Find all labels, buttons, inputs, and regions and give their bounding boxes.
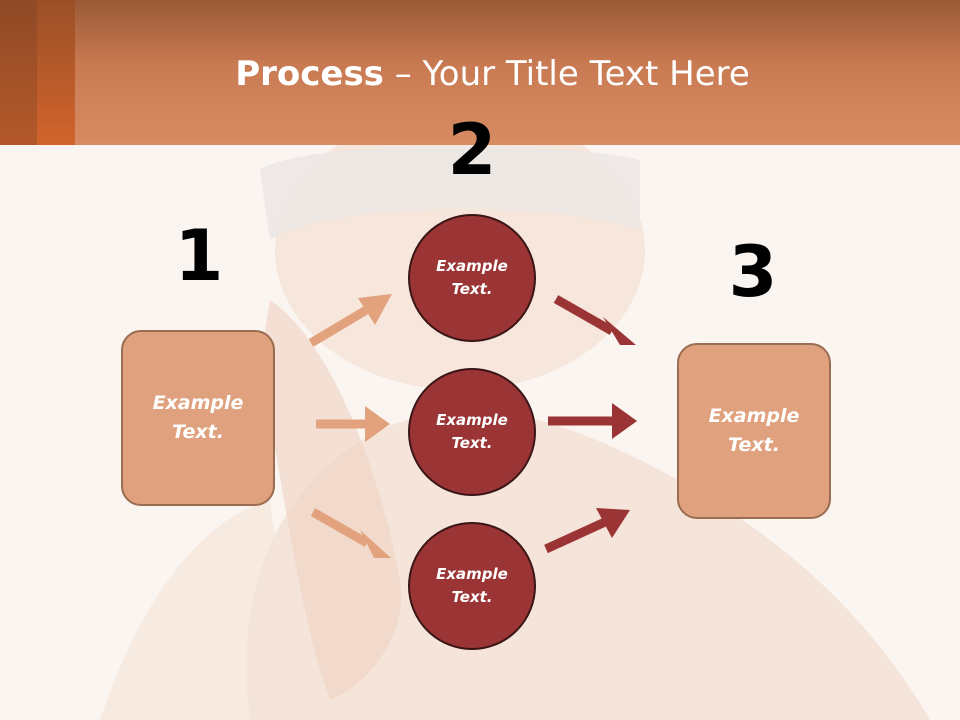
arrow-1-to-middle <box>316 406 390 442</box>
header-accent-stripe <box>0 0 37 145</box>
arrow-top-to-3 <box>553 295 636 345</box>
step-2-circle-middle: Example Text. <box>408 368 536 496</box>
step-number-1: 1 <box>174 215 224 297</box>
arrow-middle-to-3 <box>548 403 637 439</box>
step-number-2: 2 <box>447 109 497 191</box>
step-2-circle-middle-text: Example Text. <box>436 411 508 452</box>
arrow-bottom-to-3 <box>544 508 630 554</box>
step-1-box: Example Text. <box>121 330 275 506</box>
arrow-1-to-top <box>308 294 392 347</box>
step-2-circle-top: Example Text. <box>408 214 536 342</box>
step-3-box-text: Example Text. <box>708 405 800 456</box>
step-2-circle-bottom-text: Example Text. <box>436 565 508 606</box>
slide-title: Process – Your Title Text Here <box>0 52 960 96</box>
step-2-circle-top-text: Example Text. <box>436 257 508 298</box>
step-1-box-text: Example Text. <box>152 392 244 443</box>
header-accent-stripe-light <box>37 0 75 145</box>
arrow-1-to-bottom <box>310 508 391 558</box>
title-bold: Process <box>235 54 384 94</box>
title-rest: – Your Title Text Here <box>383 54 750 94</box>
step-2-circle-bottom: Example Text. <box>408 522 536 650</box>
title-bar: Process – Your Title Text Here <box>0 0 960 145</box>
step-number-3: 3 <box>728 231 778 313</box>
step-3-box: Example Text. <box>677 343 831 519</box>
